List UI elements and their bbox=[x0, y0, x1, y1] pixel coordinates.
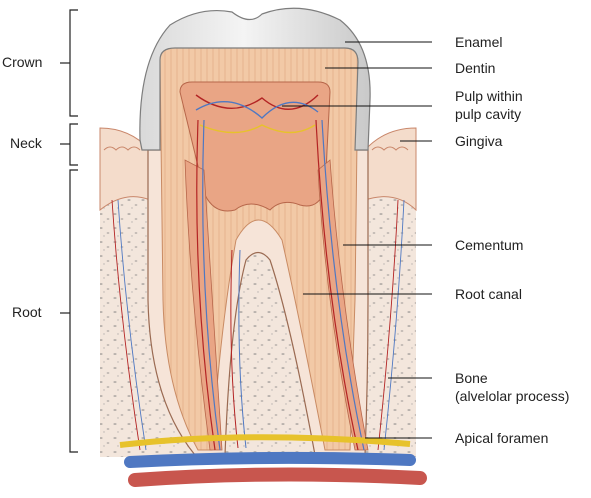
gingiva-tissue bbox=[99, 127, 417, 212]
label-dentin: Dentin bbox=[455, 60, 495, 76]
blood-vessels-and-nerves bbox=[111, 94, 405, 451]
neck-bracket bbox=[60, 123, 78, 166]
base-vessels bbox=[119, 434, 427, 487]
region-label-crown: Crown bbox=[2, 54, 42, 70]
label-enamel: Enamel bbox=[455, 34, 502, 50]
label-cementum: Cementum bbox=[455, 237, 523, 253]
label-root-canal: Root canal bbox=[455, 286, 522, 302]
region-label-neck: Neck bbox=[10, 135, 43, 151]
root-bracket bbox=[60, 169, 78, 453]
label-bone: Bone bbox=[455, 370, 488, 386]
label-bone-subtitle: (alvelolar process) bbox=[455, 388, 569, 404]
leader-lines bbox=[282, 41, 432, 439]
label-apical-foramen: Apical foramen bbox=[455, 430, 548, 446]
label-pulp-line2: pulp cavity bbox=[455, 106, 521, 122]
region-label-root: Root bbox=[12, 304, 42, 320]
label-gingiva: Gingiva bbox=[455, 133, 503, 149]
crown-bracket bbox=[60, 9, 78, 117]
enamel-crown bbox=[139, 7, 371, 151]
label-pulp-line1: Pulp within bbox=[455, 88, 523, 104]
